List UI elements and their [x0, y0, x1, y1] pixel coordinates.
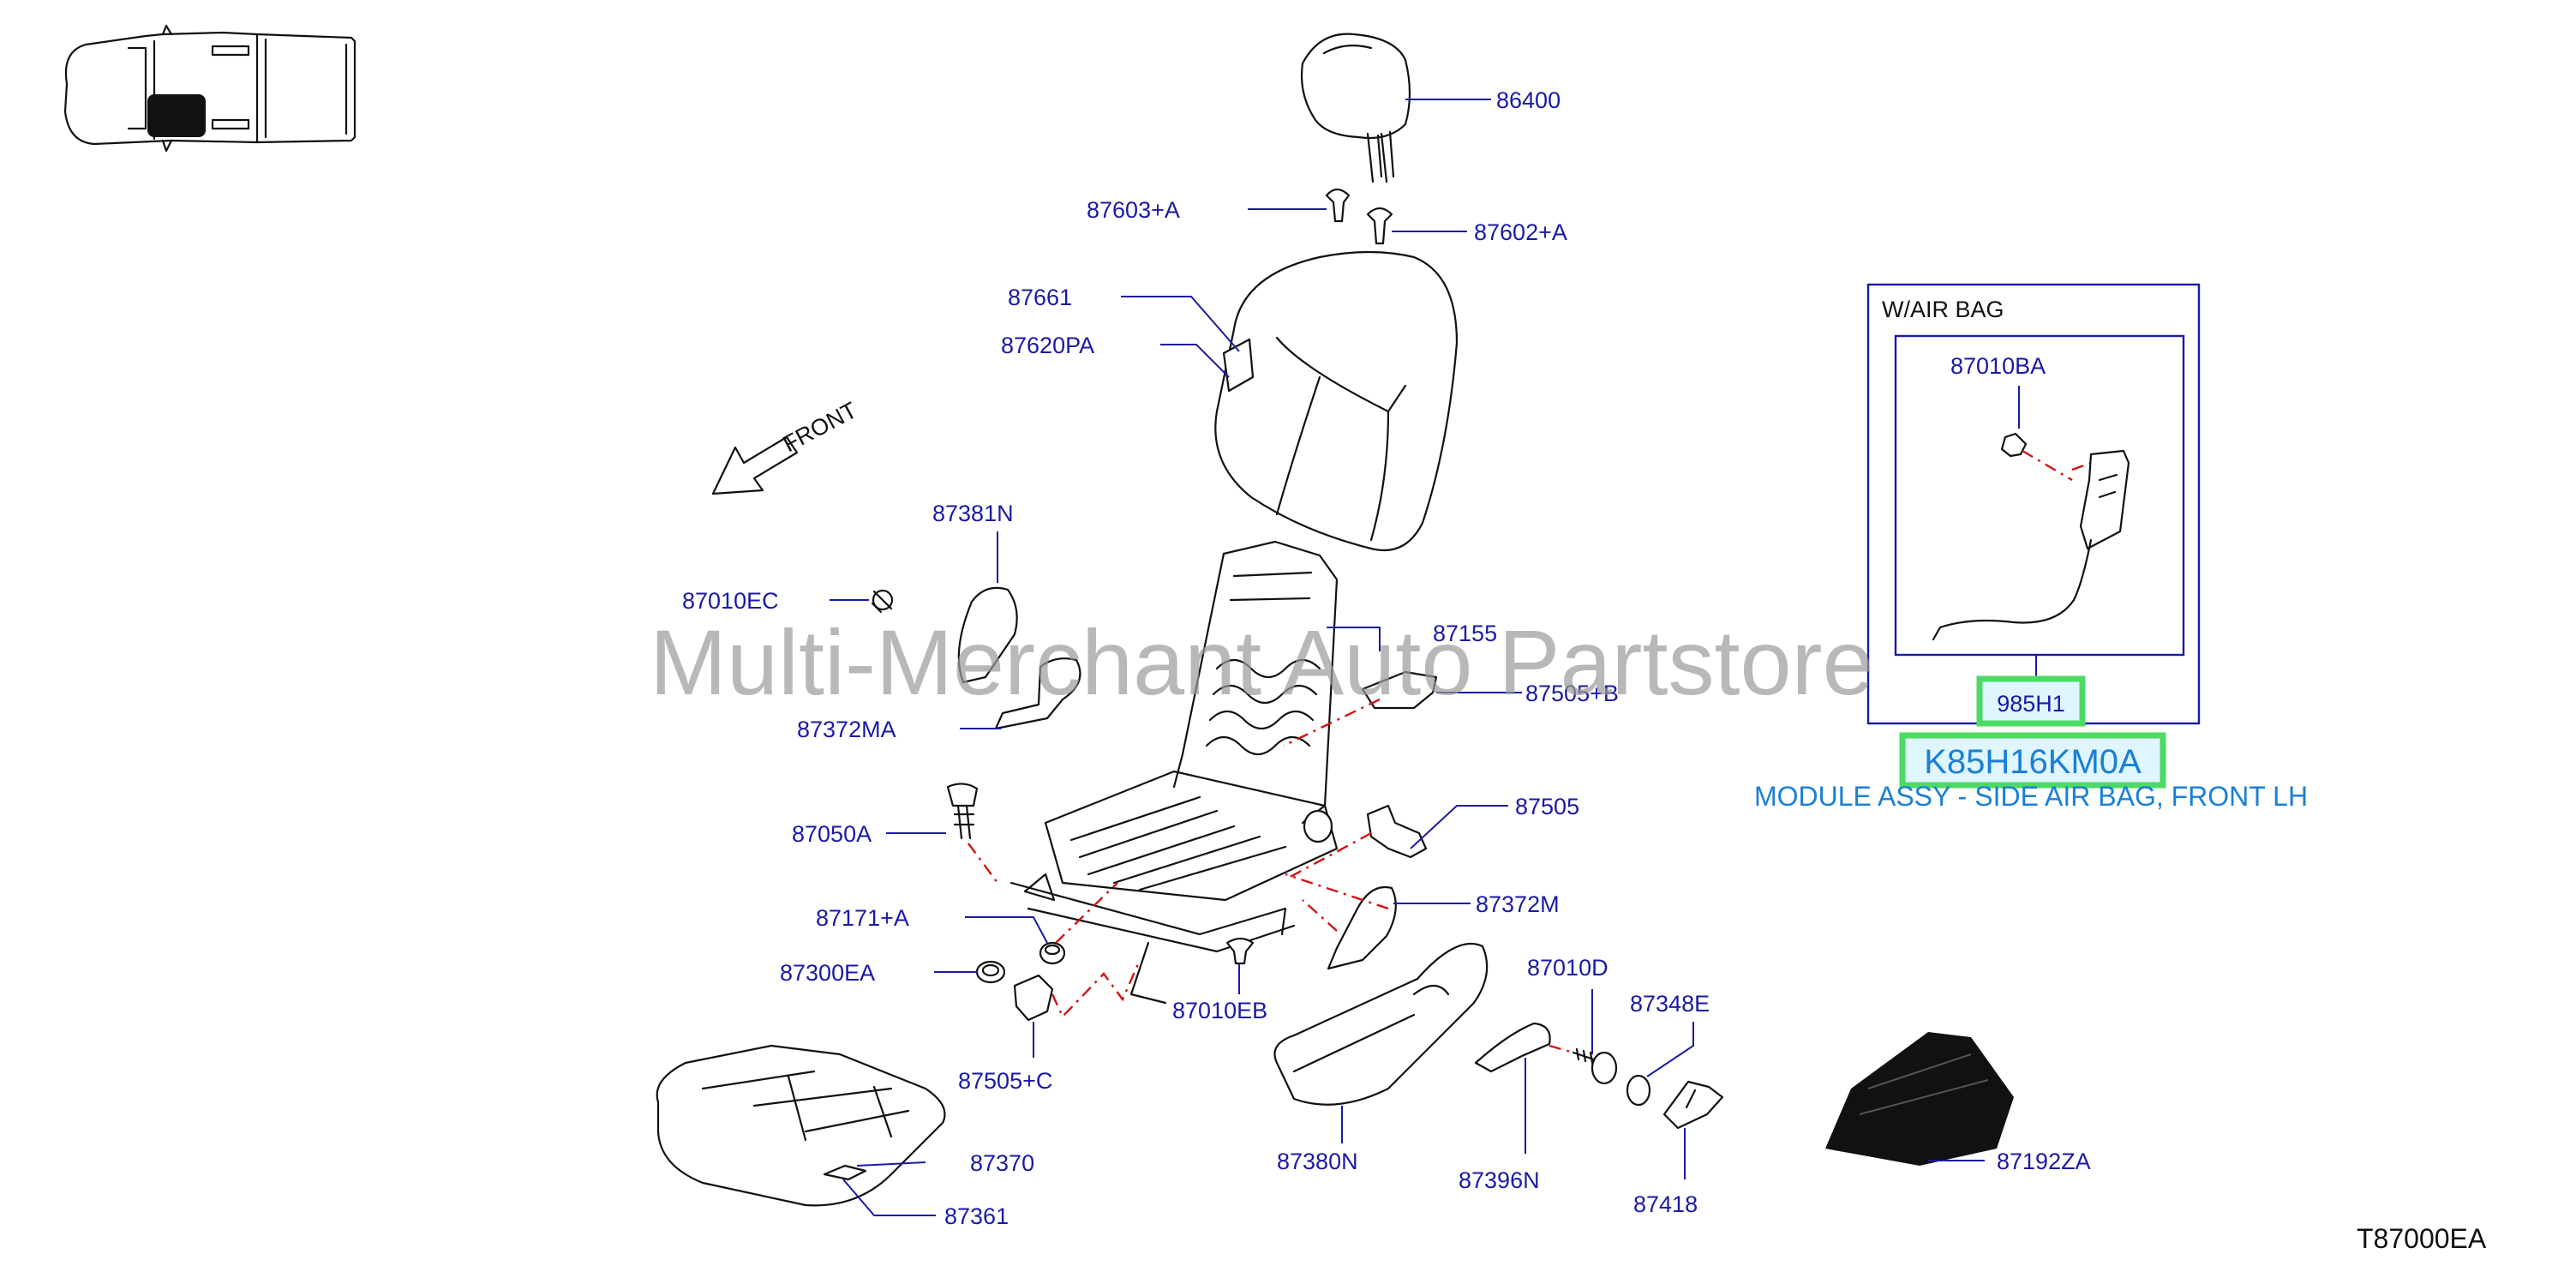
bolt-part [886, 783, 998, 884]
seat-frame-part [1009, 540, 1381, 1005]
part-label-87381n: 87381N [932, 501, 1014, 526]
part-number-label: K85H16KM0A [1924, 743, 2142, 781]
part-label-87050a: 87050A [792, 821, 872, 847]
part-label-87661: 87661 [1008, 285, 1072, 310]
part-label-87372m: 87372M [1476, 891, 1560, 917]
diagram-code-label: T87000EA [2357, 1223, 2487, 1254]
part-label-87010ba: 87010BA [1950, 353, 2046, 379]
part-label-86400: 86400 [1496, 87, 1561, 113]
part-label-87192za: 87192ZA [1997, 1149, 2091, 1174]
headrest-part [1300, 33, 1491, 183]
knob-part [934, 960, 1006, 984]
finisher-part [1285, 804, 1508, 881]
part-description-label: MODULE ASSY - SIDE AIR BAG, FRONT LH [1754, 781, 2308, 812]
finisher-part-b [1283, 670, 1522, 747]
part-label-87418: 87418 [1633, 1191, 1698, 1217]
part-label-87380n: 87380N [1277, 1149, 1358, 1174]
part-number-highlight [1899, 732, 2166, 789]
part-label-87505c: 87505+C [958, 1068, 1052, 1094]
clip-part [830, 589, 894, 614]
part-label-87620pa: 87620PA [1001, 333, 1094, 358]
headrest-guide-part [1248, 188, 1467, 245]
recliner-bracket-part-m [1285, 873, 1471, 970]
part-label-87396n: 87396N [1459, 1167, 1540, 1193]
side-finisher-part [1273, 942, 1489, 1143]
part-label-87602a: 87602+A [1474, 219, 1567, 245]
recliner-bracket-part [960, 657, 1081, 730]
washer-part [1626, 1022, 1694, 1107]
bushing-part [965, 882, 1118, 965]
front-arrow-icon [711, 435, 799, 495]
part-label-87361: 87361 [944, 1203, 1009, 1229]
part-label-87010ec: 87010EC [682, 588, 779, 614]
screw-part [1572, 989, 1618, 1085]
seat-heater-pad-part [1825, 1032, 2014, 1166]
part-label-87370: 87370 [970, 1150, 1034, 1176]
seatback-cover-part [1121, 250, 1459, 552]
seat-cushion-part [656, 1044, 946, 1216]
lever-part [1474, 1022, 1574, 1154]
ref-code-label: 985H1 [1997, 691, 2065, 717]
part-label-87372ma: 87372MA [797, 717, 896, 742]
part-label-87010eb: 87010EB [1172, 998, 1267, 1023]
front-direction-label: FRONT [779, 397, 861, 457]
recliner-cover-part [957, 531, 1018, 684]
ref-code-highlight [1976, 675, 2086, 727]
part-label-87300ea: 87300EA [780, 960, 875, 986]
part-label-87171a: 87171+A [816, 905, 909, 931]
cover-clip-part [1662, 1080, 1724, 1179]
part-label-87603a: 87603+A [1087, 197, 1180, 223]
part-label-87155: 87155 [1433, 621, 1497, 646]
part-label-87348e: 87348E [1630, 991, 1710, 1017]
part-label-87010d: 87010D [1527, 955, 1609, 981]
part-label-87505b: 87505+B [1525, 681, 1619, 706]
vehicle-locator-icon [63, 24, 356, 153]
airbag-inset [1866, 283, 2201, 725]
watermark-text: Multi-Merchant Auto Partstore [650, 610, 1874, 714]
airbag-inset-title: W/AIR BAG [1882, 297, 2004, 322]
part-label-87505: 87505 [1515, 794, 1579, 819]
clip-part-eb [1225, 937, 1255, 994]
finisher-part-c [1013, 959, 1141, 1058]
